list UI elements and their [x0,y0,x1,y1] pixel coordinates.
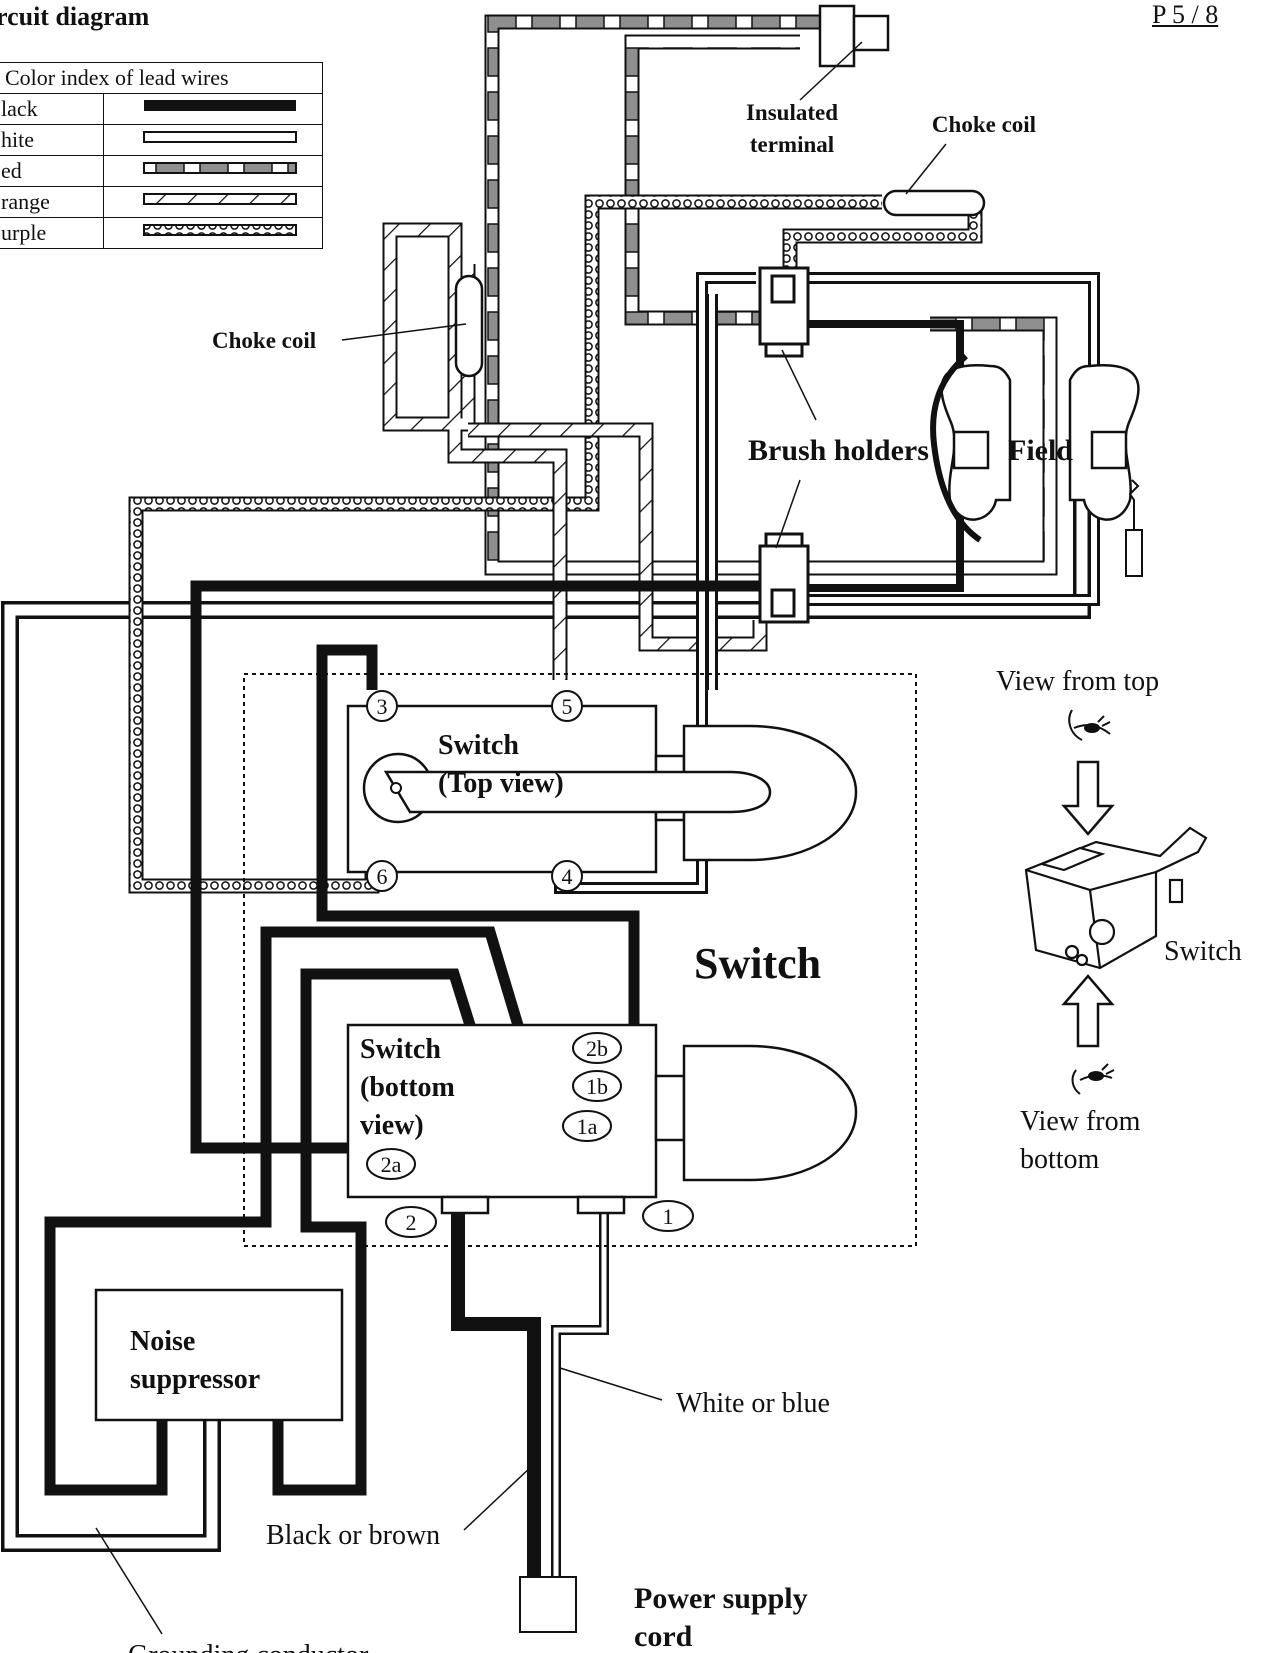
legend-row: hite [0,124,323,156]
switch-perspective-icon [1024,826,1208,970]
svg-text:2b: 2b [586,1036,608,1061]
power-cord-label-2: cord [634,1620,693,1653]
terminal-2b: 2b [572,1032,622,1064]
legend-row: ed [0,155,323,187]
legend-row: urple [0,217,323,249]
choke-coil-top [882,189,986,217]
terminal-2: 2 [385,1206,437,1238]
switch-top-title: Switch [438,730,519,761]
field-label: Field [1008,434,1073,467]
brush-holder-bottom [758,532,810,624]
switch-bottom-title-1: Switch [360,1034,441,1065]
terminal-3: 3 [366,690,398,722]
terminal-4: 4 [551,860,583,892]
legend-swatch-white [143,131,297,143]
switch-boundary [243,673,917,1247]
switch-bottom-title-3: view) [360,1110,424,1141]
legend-swatch-purple [143,224,297,236]
power-cord-plug [519,1576,577,1633]
noise-suppressor-label-2: suppressor [130,1364,260,1395]
legend-name-purple: urple [0,217,104,249]
svg-text:4: 4 [562,864,573,889]
power-cord-wires [451,1196,609,1585]
legend-swatch-red [143,162,297,174]
brush-holder-top [758,266,810,358]
insulated-terminal-label-2: terminal [750,132,834,157]
legend-name-orange: range [0,186,104,218]
legend-swatch-orange [143,193,297,205]
switch-bottom-title-2: (bottom [360,1072,455,1103]
purple-wire-a [782,202,983,280]
orange-wire-a [382,222,568,680]
legend-row: range [0,186,323,218]
choke-coil-top-label: Choke coil [932,112,1036,137]
svg-text:1a: 1a [577,1114,598,1139]
diagram-title: rcuit diagram [0,2,150,31]
terminal-1b: 1b [572,1070,622,1102]
noise-suppressor-label-1: Noise [130,1326,195,1357]
terminal-5: 5 [551,690,583,722]
switch-top-view [346,704,858,874]
terminal-6: 6 [366,860,398,892]
arrow-down-icon [1061,760,1115,836]
switch-bottom-view [346,1023,858,1215]
svg-text:1b: 1b [586,1074,608,1099]
switch-top-subtitle: (Top view) [438,768,564,799]
grounding-wire [1,470,1091,1552]
svg-text:5: 5 [562,694,573,719]
eye-top-icon [1068,709,1111,741]
choke-coil-left-label: Choke coil [212,328,316,353]
svg-text:3: 3 [377,694,388,719]
white-or-blue-label: White or blue [676,1388,830,1419]
eye-bottom-icon [1071,1063,1115,1095]
orange-wire-b [468,422,768,652]
brush-holders-label: Brush holders [748,434,929,467]
svg-text:6: 6 [377,864,388,889]
power-cord-label-1: Power supply [634,1582,808,1615]
view-from-bottom-label-1: View from [1020,1106,1141,1137]
page-number: P 5 / 8 [1152,0,1219,29]
switch-side-label: Switch [1164,936,1242,967]
field-terminal-right [1090,430,1128,470]
field-sensor [1125,479,1143,577]
leader-lines [95,41,947,1635]
field-terminal-left [952,430,990,470]
terminal-1a: 1a [562,1110,612,1142]
insulated-terminal-label-1: Insulated [746,100,838,125]
grounding-label: Grounding conductor [128,1640,369,1653]
view-from-bottom-label-2: bottom [1020,1144,1100,1175]
svg-text:2: 2 [406,1210,417,1235]
terminal-2a: 2a [366,1148,416,1180]
svg-text:1: 1 [663,1204,674,1229]
legend-name-white: hite [0,124,104,156]
legend-heading: Color index of lead wires [0,62,323,94]
legend-swatch-black [144,100,296,111]
legend-name-red: ed [0,155,104,187]
wire-color-legend: Color index of lead wires lack hite ed r… [0,62,323,249]
arrow-up-icon [1061,974,1115,1048]
noise-suppressor [94,1288,344,1422]
switch-big-label: Switch [694,939,821,988]
choke-coil-left [454,274,484,378]
svg-text:2a: 2a [381,1152,402,1177]
black-or-brown-label: Black or brown [266,1520,440,1551]
terminal-1: 1 [642,1200,694,1232]
insulated-terminal [818,4,890,68]
view-from-top-label: View from top [996,666,1159,697]
